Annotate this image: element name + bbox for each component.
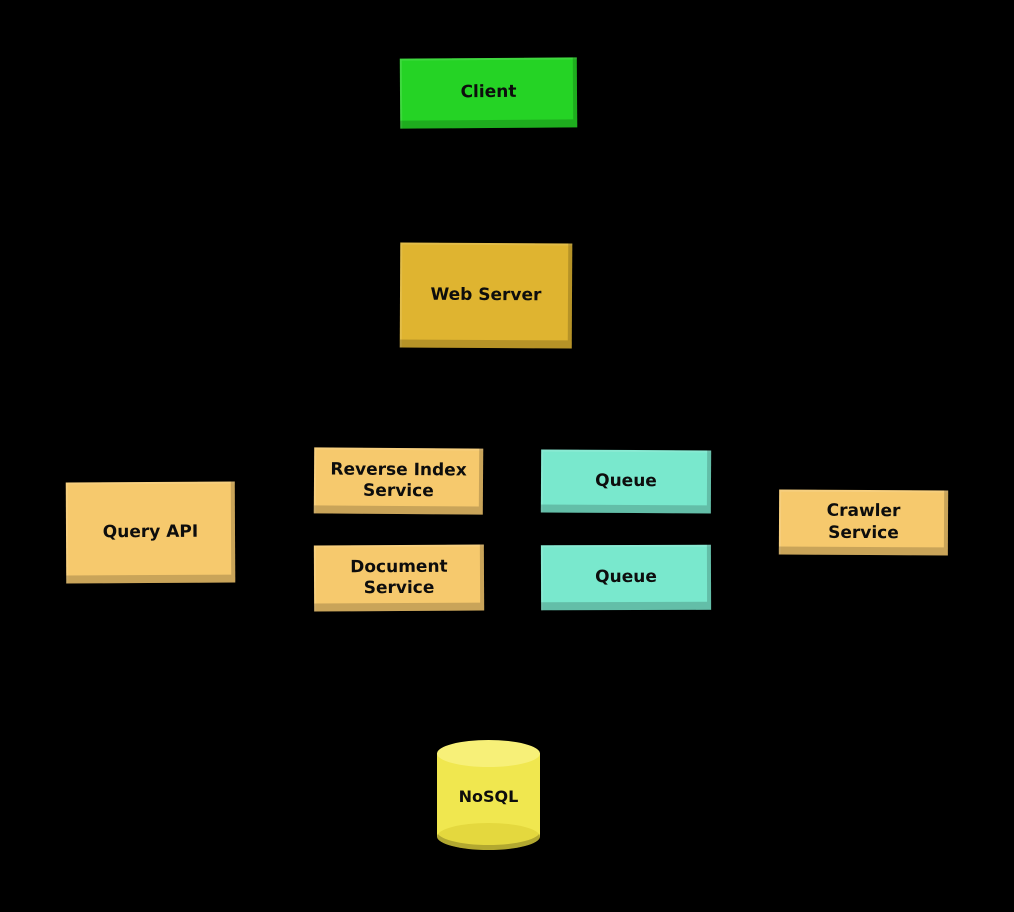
node-crawler-service: Crawler Service <box>778 489 949 556</box>
node-reverse-index-service: Reverse Index Service <box>313 447 484 515</box>
node-nosql-database-label: NoSQL <box>458 787 519 806</box>
node-client: Client <box>399 57 578 129</box>
node-document-service: Document Service <box>313 544 485 612</box>
node-crawler-service-label: Crawler Service <box>826 501 901 543</box>
node-query-api: Query API <box>65 481 236 584</box>
node-reverse-index-service-label: Reverse Index Service <box>330 459 467 502</box>
database-cylinder-top <box>437 740 540 767</box>
node-queue-upper: Queue <box>540 449 712 514</box>
database-cylinder-bottom <box>437 823 540 850</box>
node-queue-upper-label: Queue <box>595 470 657 492</box>
node-query-api-label: Query API <box>102 521 199 543</box>
node-queue-lower-label: Queue <box>595 566 657 587</box>
node-document-service-label: Document Service <box>350 556 448 599</box>
node-client-label: Client <box>460 82 517 103</box>
node-nosql-database: NoSQL <box>437 740 540 850</box>
node-web-server-label: Web Server <box>430 284 542 306</box>
node-queue-lower: Queue <box>540 544 712 611</box>
node-web-server: Web Server <box>399 242 573 349</box>
